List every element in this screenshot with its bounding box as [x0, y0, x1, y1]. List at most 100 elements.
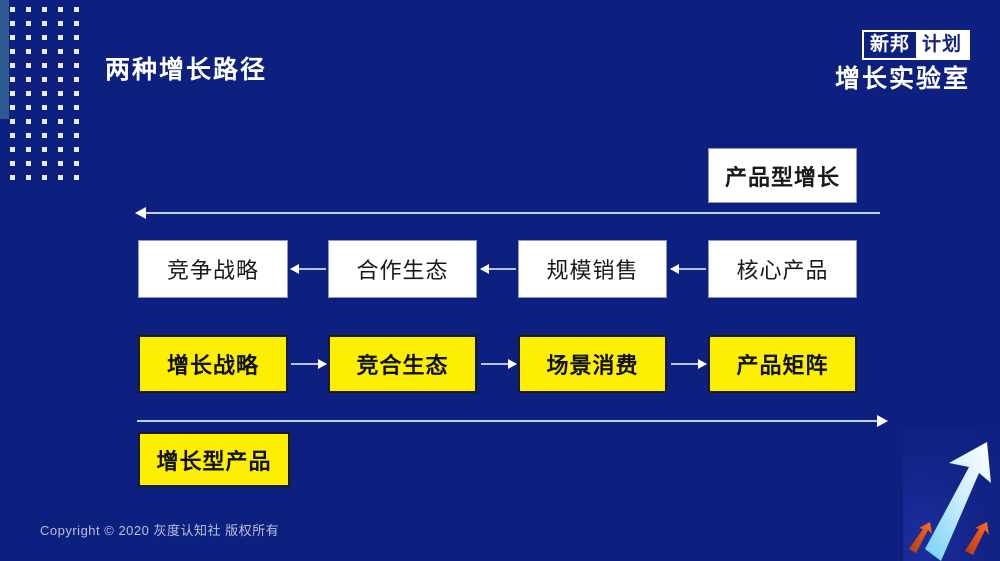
arrow-right-icon [508, 359, 517, 369]
grid-dot [10, 91, 15, 96]
grid-dot [58, 133, 63, 138]
grid-dot [26, 77, 31, 82]
grid-dot [58, 77, 63, 82]
grid-dot [26, 35, 31, 40]
grid-dot [10, 175, 15, 180]
grid-dot [58, 105, 63, 110]
label-growth-product: 增长型产品 [138, 432, 290, 487]
node-scale-sales: 规模销售 [518, 240, 667, 298]
grid-dot [74, 147, 79, 152]
brand-logo: 新邦 计划 增长实验室 [835, 30, 970, 92]
grid-dot [26, 175, 31, 180]
arrow-right-icon [698, 359, 707, 369]
grid-dot [74, 7, 79, 12]
dot-grid-decoration [10, 7, 80, 187]
grid-dot [42, 175, 47, 180]
upward-arrow-icon [909, 442, 991, 561]
grid-dot [26, 49, 31, 54]
grid-dot [10, 21, 15, 26]
grid-dot [10, 77, 15, 82]
grid-dot [10, 35, 15, 40]
grid-dot [42, 49, 47, 54]
page-title: 两种增长路径 [105, 56, 268, 84]
grid-dot [26, 91, 31, 96]
arrow-main-shape [925, 442, 991, 561]
node-coopetition-ecosystem: 竞合生态 [328, 335, 477, 393]
grid-dot [58, 7, 63, 12]
node-core-product: 核心产品 [708, 240, 857, 298]
grid-dot [10, 133, 15, 138]
brand-tag-jihua: 计划 [915, 32, 968, 58]
grid-dot [58, 147, 63, 152]
grid-dot [26, 133, 31, 138]
node-competition-strategy: 竞争战略 [138, 240, 288, 298]
grid-dot [58, 91, 63, 96]
grid-dot [26, 161, 31, 166]
grid-dot [42, 77, 47, 82]
grid-dot [74, 175, 79, 180]
arrow-right-icon [877, 415, 888, 427]
grid-dot [42, 147, 47, 152]
arrow-left-icon [480, 264, 489, 274]
grid-dot [10, 119, 15, 124]
grid-dot [58, 35, 63, 40]
arrow-left-icon [135, 207, 146, 219]
grid-dot [58, 175, 63, 180]
connector-product-1 [670, 264, 706, 274]
arrow-small-left-shape [909, 522, 932, 553]
node-cooperation-ecosystem: 合作生态 [328, 240, 477, 298]
grid-dot [42, 119, 47, 124]
grid-dot [74, 77, 79, 82]
grid-dot [58, 21, 63, 26]
brand-plan-badge: 新邦 计划 [861, 30, 970, 60]
grid-dot [42, 91, 47, 96]
connector-product-2 [480, 264, 516, 274]
copyright-text: Copyright © 2020 灰度认知社 版权所有 [40, 523, 280, 538]
rail-growth-product [137, 415, 888, 427]
grid-dot [42, 105, 47, 110]
grid-dot [26, 119, 31, 124]
grid-dot [10, 7, 15, 12]
arrow-right-icon [318, 359, 327, 369]
grid-dot [74, 91, 79, 96]
grid-dot [10, 49, 15, 54]
arrow-left-icon [670, 264, 679, 274]
grid-dot [26, 147, 31, 152]
grid-dot [10, 63, 15, 68]
grid-dot [26, 105, 31, 110]
rail-product-growth [135, 207, 880, 219]
grid-dot [10, 105, 15, 110]
brand-name: 增长实验室 [834, 65, 970, 93]
grid-dot [74, 105, 79, 110]
brand-tag-xinbang: 新邦 [863, 32, 916, 58]
grid-dot [58, 63, 63, 68]
grid-dot [74, 119, 79, 124]
grid-dot [74, 49, 79, 54]
grid-dot [74, 133, 79, 138]
grid-dot [58, 161, 63, 166]
growth-arrow-mark [903, 429, 1000, 561]
grid-dot [42, 35, 47, 40]
grid-dot [10, 147, 15, 152]
grid-dot [58, 119, 63, 124]
grid-dot [10, 161, 15, 166]
label-product-growth: 产品型增长 [708, 148, 857, 203]
arrow-left-icon [290, 264, 299, 274]
grid-dot [74, 161, 79, 166]
grid-dot [74, 21, 79, 26]
connector-growth-2 [481, 359, 517, 369]
grid-dot [74, 63, 79, 68]
left-accent-bar [0, 0, 9, 119]
connector-growth-3 [671, 359, 707, 369]
grid-dot [26, 21, 31, 26]
grid-dot [26, 63, 31, 68]
arrow-small-right-shape [965, 522, 989, 555]
grid-dot [42, 133, 47, 138]
grid-dot [58, 49, 63, 54]
grid-dot [42, 21, 47, 26]
node-product-matrix: 产品矩阵 [708, 335, 857, 393]
grid-dot [42, 161, 47, 166]
grid-dot [74, 35, 79, 40]
grid-dot [42, 7, 47, 12]
node-growth-strategy: 增长战略 [138, 335, 288, 393]
